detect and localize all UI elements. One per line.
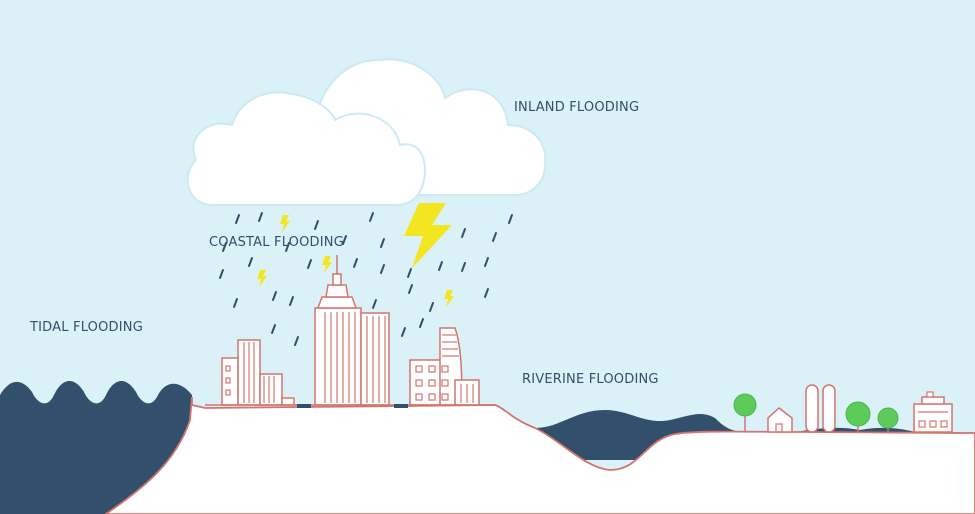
cloud-coastal — [186, 91, 426, 206]
street-puddles — [297, 404, 408, 408]
lightning-bolt-small-icon — [280, 215, 290, 232]
building-base-left — [281, 397, 295, 406]
farmhouse — [767, 407, 793, 433]
tree-1 — [733, 393, 757, 417]
skyscraper-top — [325, 284, 349, 298]
tidal-water — [0, 381, 192, 514]
lightning-bolt-small-icon — [444, 290, 454, 307]
lightning-bolt-small-icon — [322, 256, 332, 273]
lightning-bolt-small-icon — [257, 270, 267, 287]
lightning-bolt-large-icon — [404, 203, 452, 268]
farm — [733, 384, 953, 433]
coastal-flooding-label: COASTAL FLOODING — [209, 235, 344, 250]
skyscraper-main — [314, 307, 362, 406]
tree-2 — [845, 401, 871, 427]
skyscraper-crown — [316, 296, 358, 309]
rain — [219, 212, 513, 346]
inland-flooding-label: INLAND FLOODING — [514, 100, 640, 115]
building-low-left — [259, 373, 283, 406]
lightning-bolts — [257, 203, 454, 307]
skyscraper-spire-base — [332, 273, 342, 286]
riverine-flooding-label: RIVERINE FLOODING — [522, 372, 659, 387]
ground — [104, 396, 975, 514]
tidal-flooding-label: TIDAL FLOODING — [30, 320, 143, 335]
silo-2 — [822, 384, 836, 433]
tree-3 — [877, 407, 899, 429]
farm-building — [913, 403, 953, 433]
silo-1 — [805, 384, 819, 433]
building-windows — [225, 312, 474, 403]
